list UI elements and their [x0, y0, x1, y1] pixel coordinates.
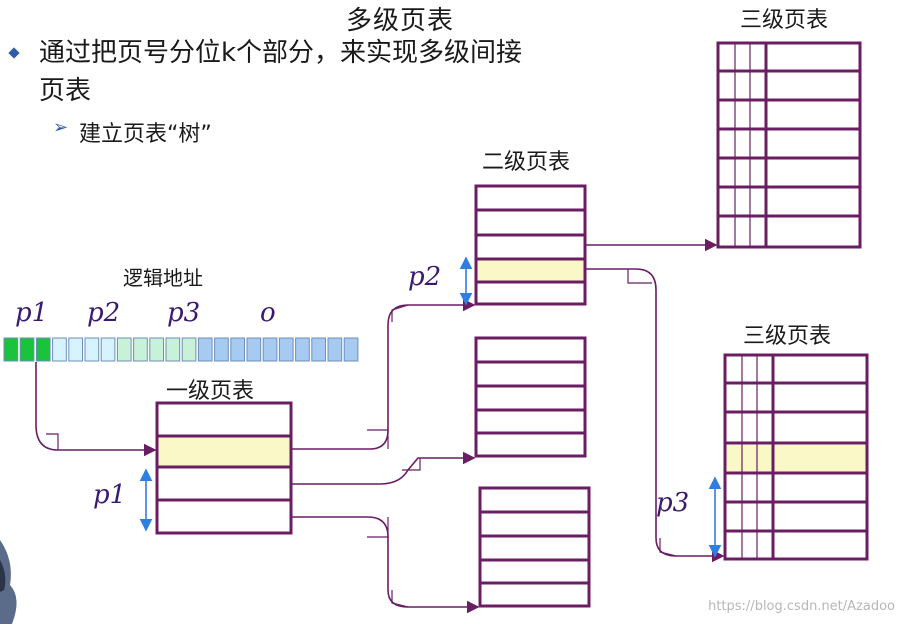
connector-p1-to-level1: [35, 362, 157, 457]
address-part-p3: p3: [167, 298, 201, 328]
address-bit: [52, 337, 67, 362]
address-bit: [84, 337, 100, 362]
sub-bullet-arrow-icon: ➢: [53, 117, 69, 138]
address-part-p1: p1: [15, 298, 49, 328]
bullet-line-2: 页表: [39, 76, 92, 106]
address-bit: [262, 337, 278, 362]
level3-top-table-label: 三级页表: [740, 8, 829, 33]
address-bit: [327, 337, 343, 362]
connector-level1-to-level2-middle: [291, 451, 476, 485]
address-bit: [311, 337, 326, 362]
address-bit: [19, 337, 35, 362]
offset-label-p2: p2: [408, 262, 442, 292]
level2-page-table-middle: [474, 336, 587, 458]
offset-label-p1: p1: [93, 480, 127, 510]
address-bit: [181, 337, 197, 362]
address-bit: [165, 337, 181, 362]
address-bit: [246, 337, 262, 362]
connector-level1-to-level2-bottom: [291, 516, 480, 614]
level2-table-label: 二级页表: [482, 150, 571, 175]
page-title: 多级页表: [345, 6, 454, 36]
decorative-figure: [0, 540, 17, 624]
bullet-line-1: 通过把页号分位k个部分，来实现多级间接: [39, 38, 523, 68]
logical-address-label: 逻辑地址: [123, 266, 203, 290]
address-bit: [343, 337, 359, 362]
sub-bullet-text: 建立页表“树”: [79, 122, 212, 147]
level1-highlight-row: [158, 437, 290, 466]
level2-highlight-row: [477, 260, 584, 281]
address-bit: [214, 337, 229, 362]
address-bit: [100, 337, 116, 362]
level1-page-table: [155, 401, 293, 535]
logical-address-bits: [3, 337, 359, 362]
level3-page-table-top: [716, 41, 862, 249]
address-bit: [116, 337, 132, 362]
address-bit: [3, 337, 19, 362]
address-bit: [35, 337, 51, 362]
address-part-p2: p2: [87, 298, 121, 328]
address-bit: [68, 337, 84, 362]
offset-label-p3: p3: [656, 488, 690, 518]
address-bit: [278, 337, 294, 362]
level1-table-label: 一级页表: [166, 379, 255, 404]
level2-page-table-top: [474, 184, 587, 306]
bullet-text: 通过把页号分位k个部分，来实现多级间接 页表: [39, 34, 639, 110]
level3-bottom-table-label: 三级页表: [743, 324, 832, 349]
address-bit: [295, 337, 310, 362]
level2-page-table-bottom: [478, 486, 591, 608]
level3-highlight-row: [726, 445, 866, 472]
address-bit: [230, 337, 246, 362]
address-bit: [197, 337, 213, 362]
level3-page-table-bottom: [723, 353, 869, 561]
address-bit: [133, 337, 148, 362]
connector-level1-to-level2-top: [291, 298, 476, 450]
address-part-o: o: [260, 298, 276, 328]
address-bit: [149, 337, 165, 362]
connector-level2-to-level3-bottom: [585, 268, 725, 563]
watermark: https://blog.csdn.net/Azadoo: [708, 599, 895, 614]
